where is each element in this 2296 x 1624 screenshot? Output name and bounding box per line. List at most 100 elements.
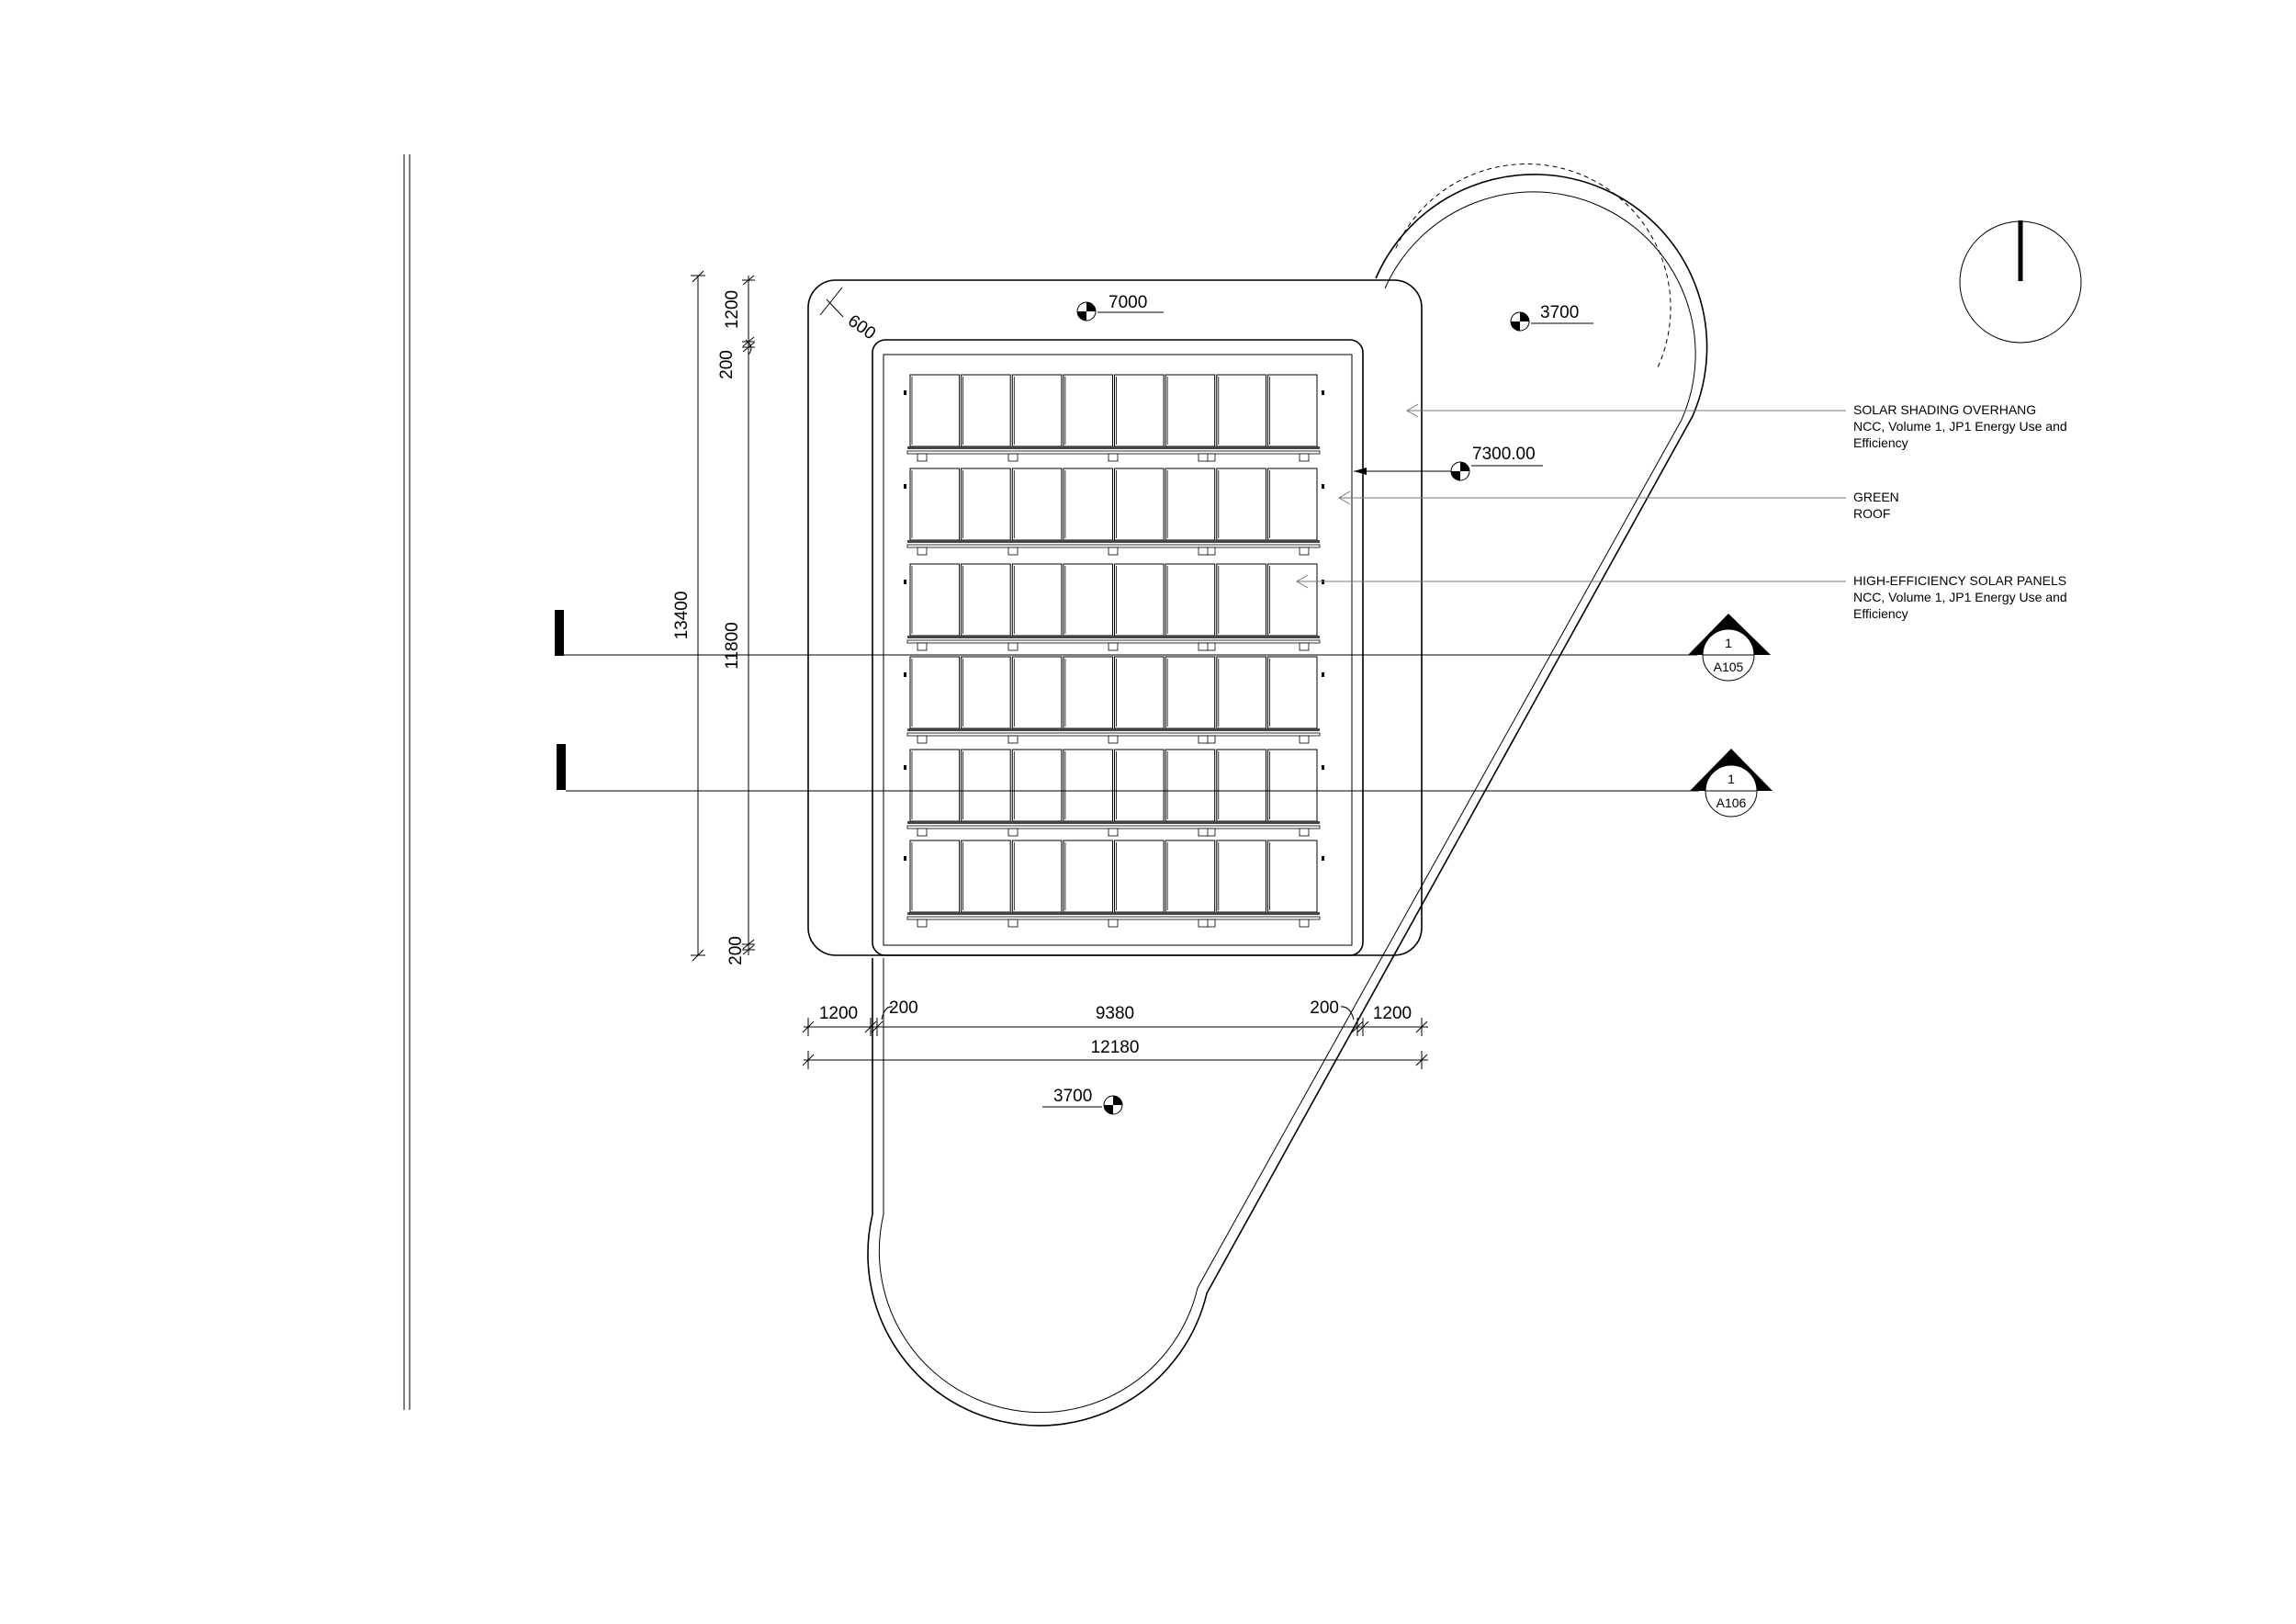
panel-mount-foot — [1198, 547, 1209, 556]
solar-panel — [1216, 468, 1266, 541]
panel-mount-foot — [1299, 642, 1310, 651]
section-cut-a106: 1 A106 — [557, 744, 1773, 818]
solar-panel — [1266, 563, 1318, 637]
solar-panel-row — [904, 840, 1324, 928]
section-cut-marker — [557, 744, 566, 790]
note-solar-panels-line2: NCC, Volume 1, JP1 Energy Use and — [1853, 590, 2067, 604]
solar-panel-row — [904, 374, 1324, 462]
top-width-label: 7000 — [1109, 293, 1147, 312]
left-top-overhang-label: 1200 — [723, 290, 742, 329]
solar-panel — [1165, 656, 1216, 729]
level-marker-overhang: 7300.00 — [1354, 445, 1543, 481]
level-marker-top-right: 3700 — [1510, 303, 1593, 332]
panel-mount-foot — [917, 547, 928, 556]
panel-mount-foot — [1108, 735, 1119, 744]
solar-panel — [909, 840, 961, 913]
solar-panel — [961, 563, 1011, 637]
note-solar-shading-line2: NCC, Volume 1, JP1 Energy Use and — [1853, 419, 2067, 434]
panel-mount-foot — [1007, 919, 1019, 928]
left-dimension-overall: 13400 — [672, 270, 705, 962]
solar-panel — [1114, 468, 1165, 541]
solar-panel — [961, 749, 1011, 822]
solar-panel — [909, 563, 961, 637]
panel-mount-foot — [1108, 828, 1119, 837]
solar-panel — [1216, 374, 1266, 447]
north-arrow-icon — [1959, 220, 2082, 344]
note-solar-panels-line1: HIGH-EFFICIENCY SOLAR PANELS — [1853, 573, 2066, 588]
panel-mount-foot — [1007, 735, 1019, 744]
panel-mount-foot — [1198, 828, 1209, 837]
left-top-offset-label: 200 — [717, 350, 737, 379]
section-sheet-a106: A106 — [1716, 795, 1747, 810]
solar-panel-row — [904, 656, 1324, 744]
overhang-level-label: 7300.00 — [1472, 445, 1536, 464]
solar-panel — [1216, 749, 1266, 822]
solar-panel — [1165, 840, 1216, 913]
solar-panel — [1063, 749, 1114, 822]
solar-panel — [1165, 374, 1216, 447]
solar-panel — [1266, 840, 1318, 913]
solar-panel — [1063, 563, 1114, 637]
top-right-radius-label: 3700 — [1540, 303, 1579, 322]
solar-panel-row — [904, 468, 1324, 556]
solar-panel — [1114, 749, 1165, 822]
note-green-roof-line2: ROOF — [1853, 506, 1890, 521]
solar-panel — [1216, 563, 1266, 637]
solar-panel — [961, 468, 1011, 541]
panel-mount-foot — [1198, 453, 1209, 462]
solar-panel-row — [904, 563, 1324, 651]
solar-panel — [1266, 749, 1318, 822]
note-solar-panels-line3: Efficiency — [1853, 606, 1908, 621]
note-solar-shading: SOLAR SHADING OVERHANG NCC, Volume 1, JP… — [1853, 402, 2067, 450]
section-number-a105: 1 — [1725, 636, 1732, 650]
solar-panel — [1011, 468, 1063, 541]
level-marker-top: 7000 — [1076, 293, 1164, 321]
solar-panel — [1216, 840, 1266, 913]
section-number-a106: 1 — [1728, 772, 1735, 786]
level-marker-bottom: 3700 — [1042, 1087, 1123, 1115]
solar-panel — [1266, 656, 1318, 729]
solar-panel — [1266, 468, 1318, 541]
note-green-roof-line1: GREEN — [1853, 490, 1899, 504]
panel-mount-foot — [1299, 547, 1310, 556]
solar-panel — [961, 656, 1011, 729]
panel-mount-foot — [1299, 919, 1310, 928]
note-solar-shading-line1: SOLAR SHADING OVERHANG — [1853, 402, 2036, 417]
note-green-roof: GREEN ROOF — [1853, 490, 1899, 521]
panel-rail — [907, 912, 1320, 915]
solar-panel — [1011, 374, 1063, 447]
solar-panel — [1114, 656, 1165, 729]
site-boundary-outline — [867, 163, 1708, 1427]
left-border-lines — [403, 154, 411, 1410]
solar-panel — [909, 468, 961, 541]
solar-panel-array — [904, 374, 1324, 928]
solar-panel-row — [904, 749, 1324, 837]
solar-panel — [961, 840, 1011, 913]
panel-mount-foot — [1007, 547, 1019, 556]
panel-mount-foot — [1108, 919, 1119, 928]
panel-mount-foot — [1299, 735, 1310, 744]
solar-panel — [1063, 468, 1114, 541]
panel-mount-foot — [1007, 642, 1019, 651]
panel-rail — [907, 540, 1320, 543]
left-overall-label: 13400 — [672, 592, 692, 640]
bottom-dimension-overall: 12180 — [802, 1038, 1428, 1069]
solar-panel — [909, 656, 961, 729]
panel-mount-foot — [1108, 547, 1119, 556]
bottom-left-overhang-label: 1200 — [819, 1004, 858, 1023]
solar-panel — [1011, 840, 1063, 913]
panel-rail — [907, 821, 1320, 824]
bottom-right-overhang-label: 1200 — [1373, 1004, 1412, 1023]
solar-panel — [1114, 840, 1165, 913]
section-cut-a105: 1 A105 — [555, 610, 1771, 682]
bottom-left-offset-label: 200 — [889, 998, 918, 1018]
section-sheet-a105: A105 — [1714, 660, 1744, 674]
solar-panel — [1063, 374, 1114, 447]
solar-panel — [1063, 840, 1114, 913]
note-solar-shading-line3: Efficiency — [1853, 435, 1908, 450]
left-inner-label: 11800 — [723, 622, 742, 669]
solar-panel — [1266, 374, 1318, 447]
green-roof-area — [883, 354, 1353, 946]
solar-panel — [1011, 656, 1063, 729]
solar-panel — [961, 374, 1011, 447]
